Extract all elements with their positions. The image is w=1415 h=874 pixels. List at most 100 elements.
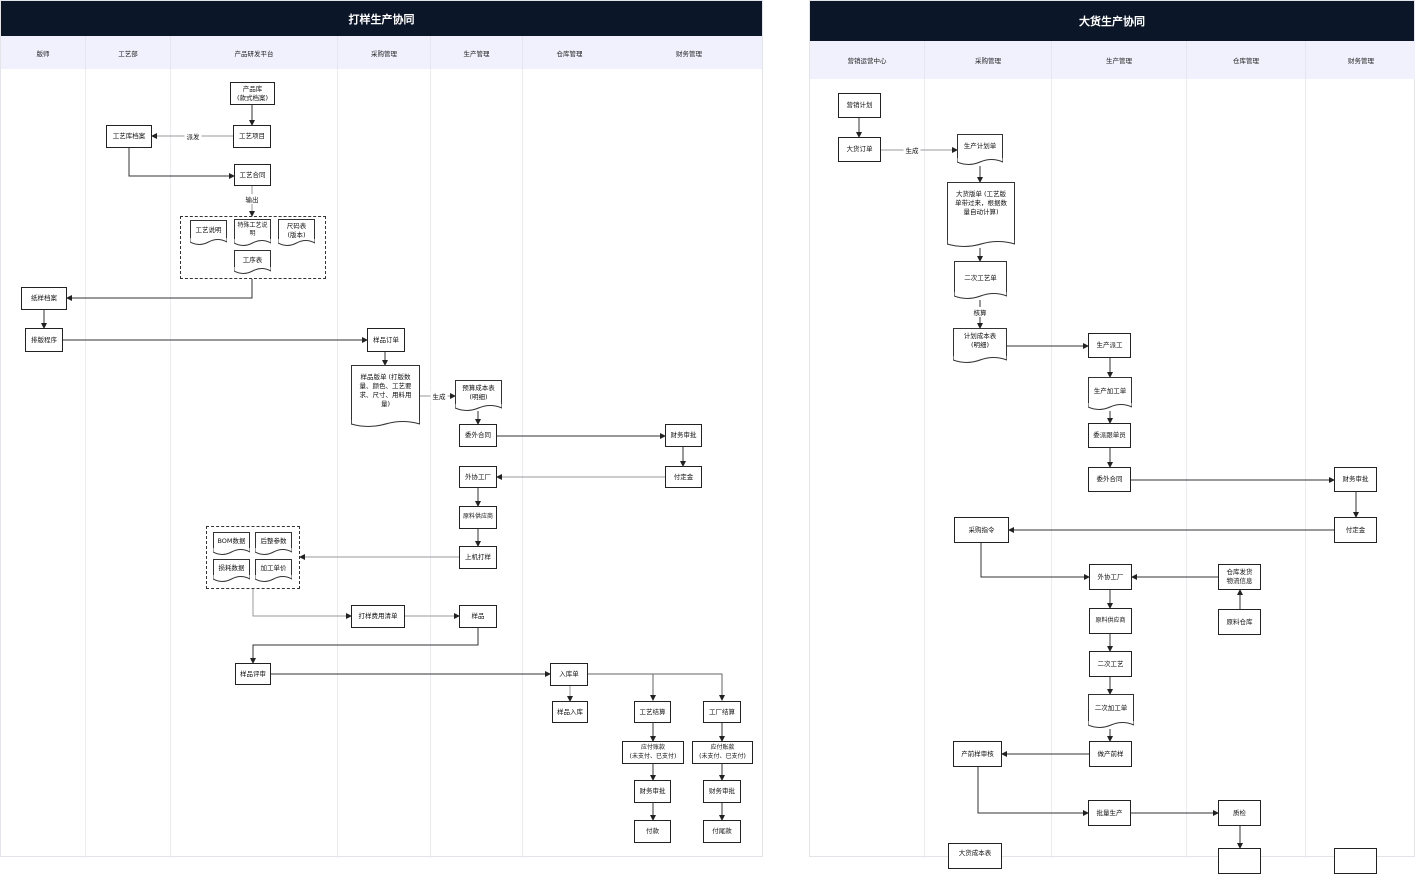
lane-header: 财务管理 bbox=[1306, 41, 1415, 79]
doc-label: 大货版单 (工艺版单带过来，根据数量自动计算) bbox=[955, 190, 1007, 217]
node-material-supplier[interactable]: 原料供应商 bbox=[1089, 608, 1132, 634]
node-next-step[interactable] bbox=[1218, 848, 1261, 874]
doc-label: 后整参数 bbox=[260, 537, 287, 545]
lane-divider bbox=[1052, 79, 1187, 858]
node-inbound-sheet[interactable]: 入库单 bbox=[550, 663, 588, 686]
node-production-dispatch[interactable]: 生产派工 bbox=[1088, 333, 1131, 358]
node-marketing-plan[interactable]: 营销计划 bbox=[838, 93, 881, 118]
node-finance-approval[interactable]: 财务审批 bbox=[634, 780, 671, 803]
doc-label: 工序表 bbox=[242, 256, 263, 264]
node-final-payment[interactable]: 付尾款 bbox=[703, 820, 741, 843]
edge-label-output: 输出 bbox=[243, 194, 261, 204]
lane-header: 工艺部 bbox=[86, 36, 171, 69]
doc-unit-price[interactable]: 加工单价 bbox=[255, 559, 292, 582]
lane-header: 财务管理 bbox=[616, 36, 762, 69]
doc-craft-description[interactable]: 工艺说明 bbox=[190, 220, 227, 245]
node-mass-production[interactable]: 批量生产 bbox=[1088, 800, 1131, 826]
doc-budget-cost[interactable]: 预算成本表 (明细) bbox=[455, 380, 502, 411]
node-outsource-contract[interactable]: 委外合同 bbox=[1088, 467, 1131, 492]
doc-plan-cost[interactable]: 计划成本表 (明细) bbox=[953, 328, 1007, 363]
doc-bom[interactable]: BOM数据 bbox=[213, 532, 250, 555]
lane-divider bbox=[810, 79, 925, 858]
node-secondary-craft[interactable]: 二次工艺 bbox=[1089, 651, 1132, 677]
node-deposit[interactable]: 付定金 bbox=[1334, 517, 1377, 543]
lane-header: 生产管理 bbox=[1052, 41, 1187, 79]
node-product-library[interactable]: 产品库 (款式档案) bbox=[230, 82, 275, 105]
doc-processing-sheet[interactable]: 生产加工单 bbox=[1088, 377, 1132, 410]
node-craft-settlement[interactable]: 工艺结算 bbox=[634, 701, 671, 723]
doc-secondary-processing[interactable]: 二次加工单 bbox=[1088, 694, 1134, 728]
node-material-supplier[interactable]: 原料供应商 bbox=[459, 506, 497, 529]
doc-label: 二次工艺单 bbox=[964, 274, 997, 282]
lane-header: 产品研发平台 bbox=[171, 36, 338, 69]
doc-sample-sheet[interactable]: 样品版单 (打版数量、颜色、工艺要求、尺寸、用料用量) bbox=[351, 365, 420, 427]
node-craft-contract[interactable]: 工艺合同 bbox=[234, 164, 271, 186]
node-assign-merchandiser[interactable]: 委派跟单员 bbox=[1088, 423, 1131, 448]
edge-label-generate: 生成 bbox=[430, 391, 448, 401]
lane-divider bbox=[86, 69, 171, 858]
doc-label: 特殊工艺说明 bbox=[237, 222, 268, 238]
edge-label-dispatch: 派发 bbox=[184, 131, 202, 141]
doc-label: 尺码表 (版本) bbox=[286, 222, 307, 239]
node-payment[interactable]: 付款 bbox=[634, 820, 671, 843]
lane-header: 仓库管理 bbox=[523, 36, 616, 69]
node-pre-sample-review[interactable]: 产前样审核 bbox=[953, 741, 1002, 767]
doc-size-chart[interactable]: 尺码表 (版本) bbox=[278, 219, 315, 246]
node-partner-factory[interactable]: 外协工厂 bbox=[1089, 564, 1132, 590]
lane-header: 采购管理 bbox=[925, 41, 1052, 79]
node-warehouse-shipping[interactable]: 仓库发货 物流信息 bbox=[1218, 564, 1261, 590]
node-craft-project[interactable]: 工艺项目 bbox=[233, 125, 271, 148]
node-outsource-contract[interactable]: 委外合同 bbox=[459, 424, 497, 447]
lane-divider bbox=[338, 69, 431, 858]
node-sample-review[interactable]: 样品评审 bbox=[235, 663, 271, 685]
doc-label: 生产计划单 bbox=[963, 142, 997, 150]
doc-special-craft[interactable]: 特殊工艺说明 bbox=[234, 219, 271, 246]
lane-header: 版师 bbox=[1, 36, 86, 69]
doc-secondary-craft-sheet[interactable]: 二次工艺单 bbox=[954, 261, 1007, 299]
node-machine-sample[interactable]: 上机打样 bbox=[459, 546, 497, 569]
node-quality-check[interactable]: 质检 bbox=[1218, 800, 1261, 826]
doc-process-sheet[interactable]: 工序表 bbox=[234, 250, 271, 274]
diagram-title: 打样生产协同 bbox=[1, 1, 762, 36]
doc-label: 预算成本表 (明细) bbox=[462, 384, 495, 402]
node-craft-archive[interactable]: 工艺库档案 bbox=[106, 125, 152, 148]
node-next-step[interactable] bbox=[1334, 848, 1377, 874]
lane-divider bbox=[1, 69, 86, 858]
lane-header: 采购管理 bbox=[338, 36, 431, 69]
node-layout-program[interactable]: 排版程序 bbox=[25, 328, 63, 352]
lane-divider bbox=[925, 79, 1052, 858]
node-sample[interactable]: 样品 bbox=[459, 605, 497, 628]
node-finance-approval[interactable]: 财务审批 bbox=[703, 780, 741, 803]
node-finance-approval[interactable]: 财务审批 bbox=[1334, 467, 1377, 492]
node-sample-order[interactable]: 样品订单 bbox=[367, 328, 405, 352]
doc-label: 样品版单 (打版数量、颜色、工艺要求、尺寸、用料用量) bbox=[359, 373, 412, 409]
node-accounts-payable[interactable]: 应付账款 (未支付、已支付) bbox=[692, 741, 753, 764]
doc-label: 加工单价 bbox=[260, 564, 287, 572]
node-finance-approval[interactable]: 财务审批 bbox=[665, 424, 702, 447]
node-partner-factory[interactable]: 外协工厂 bbox=[459, 466, 497, 488]
doc-bulk-sheet[interactable]: 大货版单 (工艺版单带过来，根据数量自动计算) bbox=[947, 182, 1015, 247]
node-sample-cost-list[interactable]: 打样费用清单 bbox=[351, 605, 405, 628]
node-material-warehouse[interactable]: 原料仓库 bbox=[1218, 609, 1261, 635]
edge-label-account: 核算 bbox=[971, 307, 989, 317]
doc-label: 生产加工单 bbox=[1093, 387, 1127, 395]
doc-label: 工艺说明 bbox=[195, 226, 222, 234]
node-pre-production-sample[interactable]: 做产前样 bbox=[1089, 741, 1132, 767]
doc-label: 损耗数据 bbox=[218, 564, 245, 572]
node-purchase-order[interactable]: 采购指令 bbox=[954, 517, 1009, 543]
node-bulk-cost[interactable]: 大货成本表 bbox=[948, 843, 1002, 869]
lane-divider bbox=[171, 69, 338, 858]
node-factory-settlement[interactable]: 工厂结算 bbox=[703, 701, 741, 723]
doc-label: BOM数据 bbox=[217, 537, 246, 545]
node-bulk-order[interactable]: 大货订单 bbox=[838, 137, 881, 162]
node-sample-inbound[interactable]: 样品入库 bbox=[552, 701, 588, 723]
lane-header: 生产管理 bbox=[431, 36, 523, 69]
doc-finishing-params[interactable]: 后整参数 bbox=[255, 532, 292, 555]
node-pattern-archive[interactable]: 纸样档案 bbox=[21, 287, 67, 310]
doc-loss-data[interactable]: 损耗数据 bbox=[213, 559, 250, 582]
node-accounts-payable[interactable]: 应付账款 (未支付、已支付) bbox=[622, 741, 684, 764]
node-deposit[interactable]: 付定金 bbox=[665, 466, 702, 488]
lane-divider bbox=[1187, 79, 1306, 858]
doc-production-plan[interactable]: 生产计划单 bbox=[957, 134, 1003, 165]
